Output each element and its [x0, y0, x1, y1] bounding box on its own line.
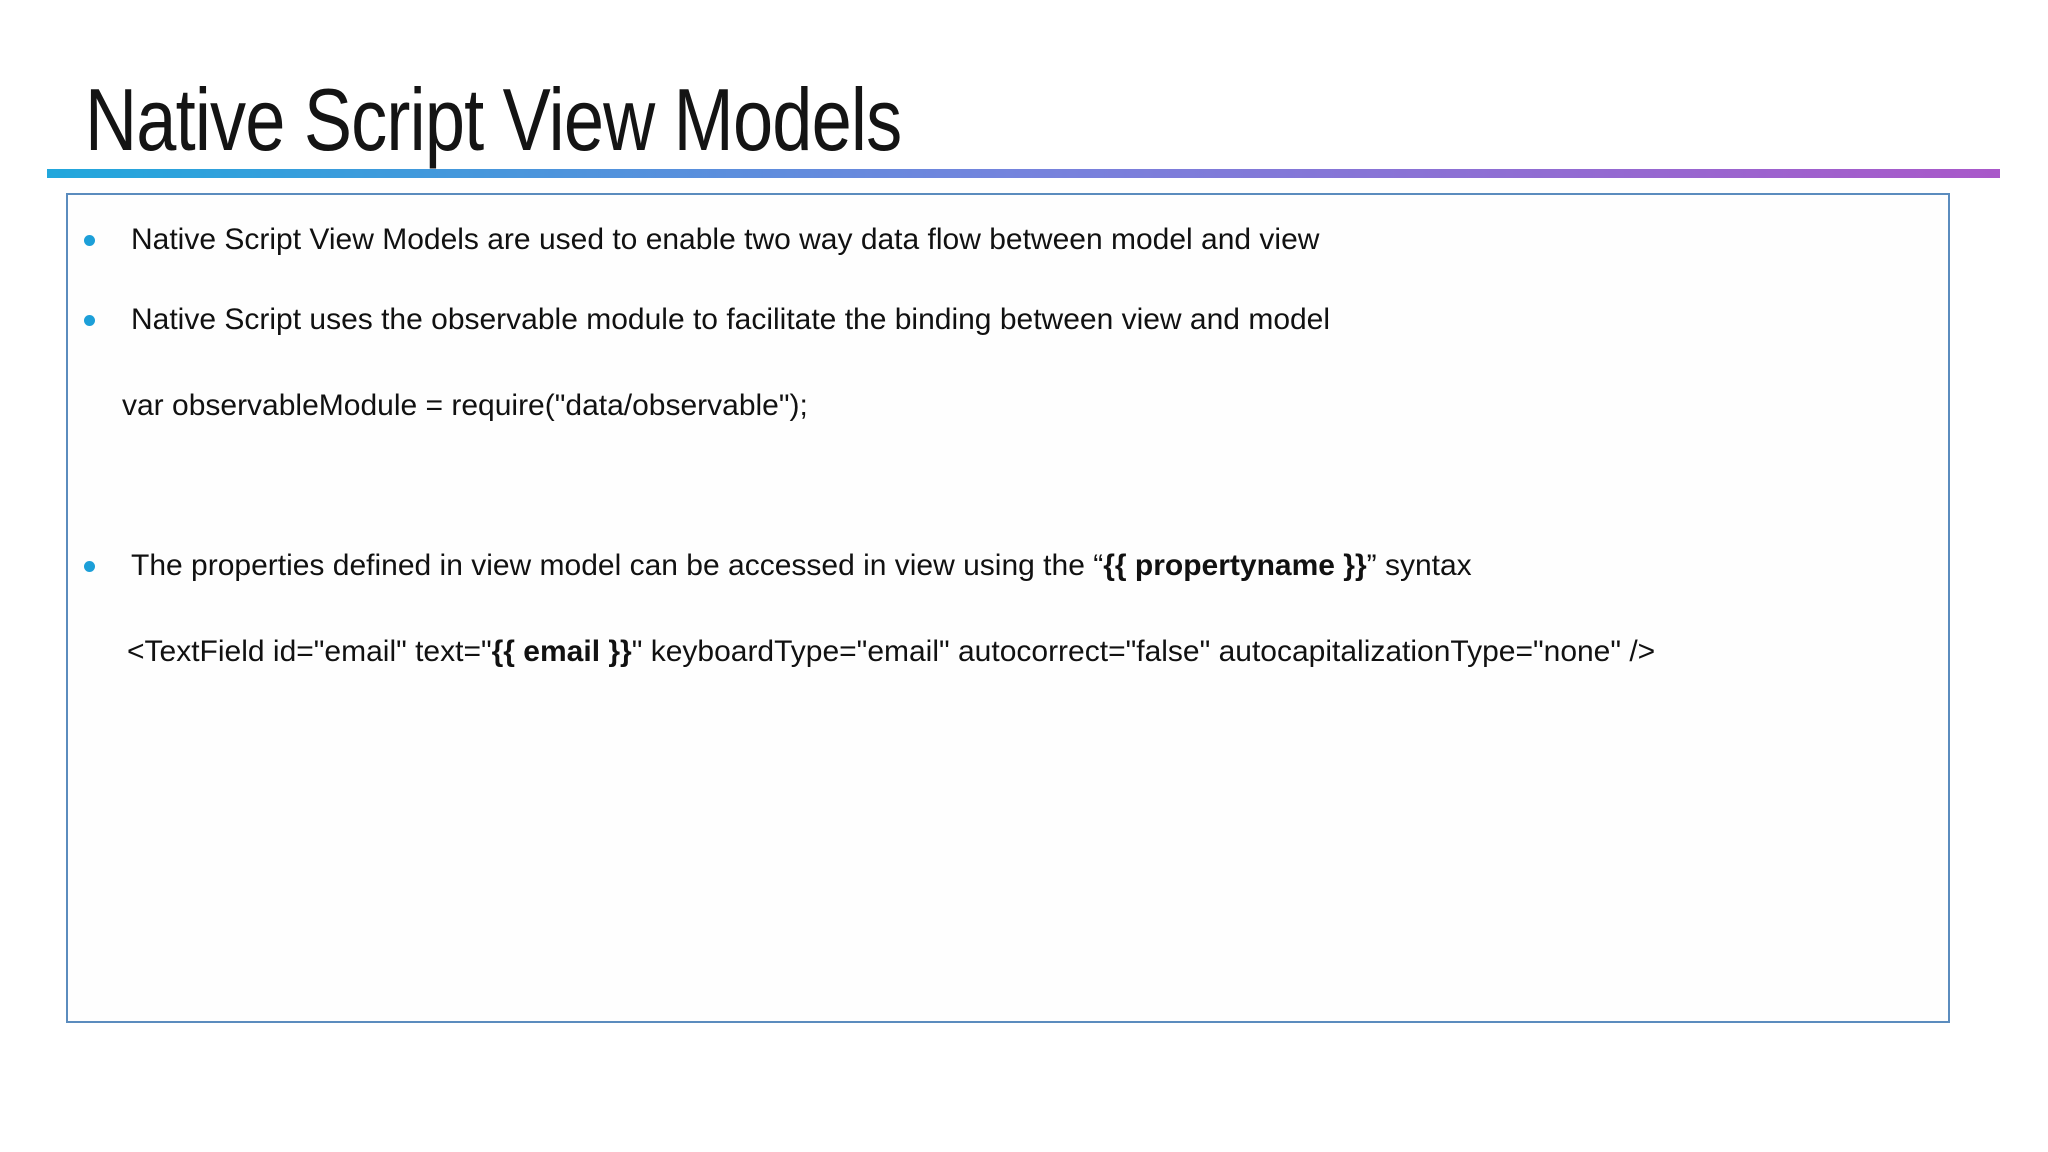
code-text-prefix: <TextField id="email" text=" [127, 635, 492, 668]
bullet-dot [84, 235, 95, 246]
bullet-text-prefix: The properties defined in view model can… [131, 549, 1104, 582]
bullet-text: Native Script uses the observable module… [131, 303, 1331, 336]
code-text: <TextField id="email" text="{{ email }}"… [127, 635, 1655, 668]
code-text-bold: {{ email }} [491, 635, 632, 668]
slide-title: Native Script View Models [85, 70, 902, 169]
title-underline [47, 169, 2000, 178]
bullet-dot [84, 561, 95, 572]
bullet-text-suffix: ” syntax [1366, 549, 1472, 582]
code-line-textfield: <TextField id="email" text="{{ email }}"… [127, 632, 1655, 672]
bullet-text: The properties defined in view model can… [131, 546, 1472, 586]
code-text: var observableModule = require("data/obs… [122, 389, 808, 422]
bullet-text-bold: {{ propertyname }} [1103, 549, 1367, 582]
code-text-suffix: " keyboardType="email" autocorrect="fals… [631, 635, 1656, 668]
content-box [66, 193, 1950, 1023]
bullet-text: Native Script View Models are used to en… [131, 223, 1320, 256]
bullet-item-2: Native Script uses the observable module… [76, 300, 1330, 340]
bullet-item-3: The properties defined in view model can… [76, 546, 1472, 586]
bullet-dot [84, 315, 95, 326]
code-line-observable-require: var observableModule = require("data/obs… [122, 386, 808, 426]
bullet-item-1: Native Script View Models are used to en… [76, 220, 1319, 260]
